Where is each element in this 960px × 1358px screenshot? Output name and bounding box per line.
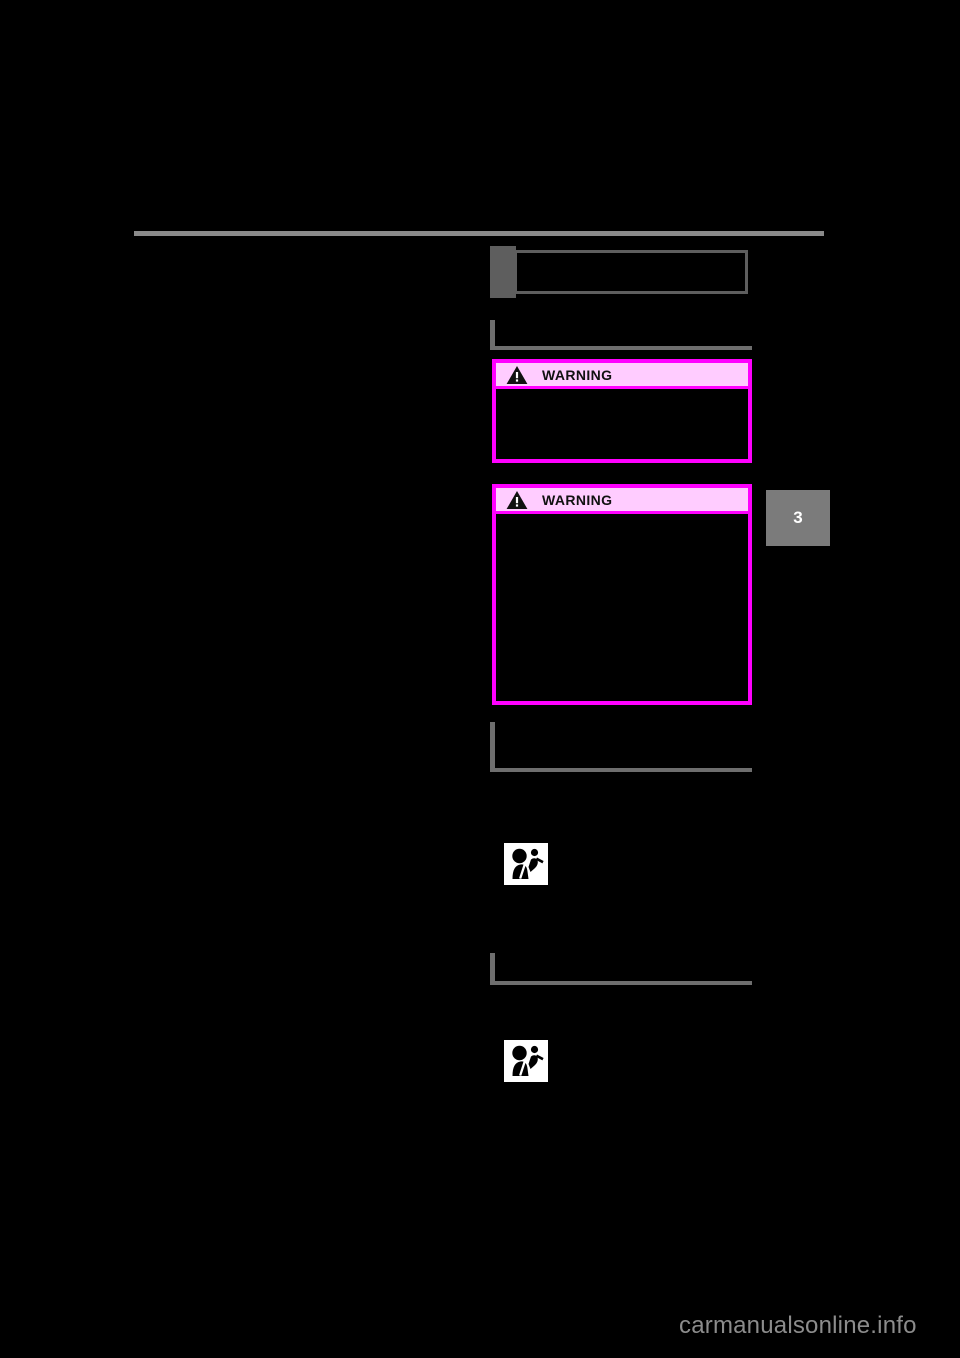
header-rule [134,231,824,236]
warning-body [496,514,748,702]
warning-triangle-icon [506,490,528,509]
warning-title: WARNING [542,366,613,383]
subsection-underline [490,346,752,350]
warning-box-1: WARNING [492,359,752,463]
subsection-marker-1 [490,320,752,350]
page-number [134,196,434,218]
warning-header: WARNING [496,363,748,389]
left-column [134,245,464,1255]
subsection-vertical-bar [490,722,495,772]
section-header [490,246,752,298]
subsection-marker-3 [490,953,752,985]
subsection-vertical-bar [490,953,495,985]
section-header-tab [490,246,516,298]
warning-title: WARNING [542,491,613,508]
chapter-title [404,196,824,218]
section-header-box [514,250,748,294]
warning-body [496,389,748,460]
watermark: carmanualsonline.info [679,1312,917,1339]
warning-header: WARNING [496,488,748,514]
warning-triangle-icon [506,365,528,384]
srs-airbag-icon [504,1040,548,1082]
subsection-vertical-bar [490,320,495,350]
chapter-tab: 3 [766,490,830,546]
subsection-marker-2 [490,722,752,772]
srs-airbag-icon [504,843,548,885]
subsection-underline [490,768,752,772]
subsection-underline [490,981,752,985]
warning-box-2: WARNING [492,484,752,705]
